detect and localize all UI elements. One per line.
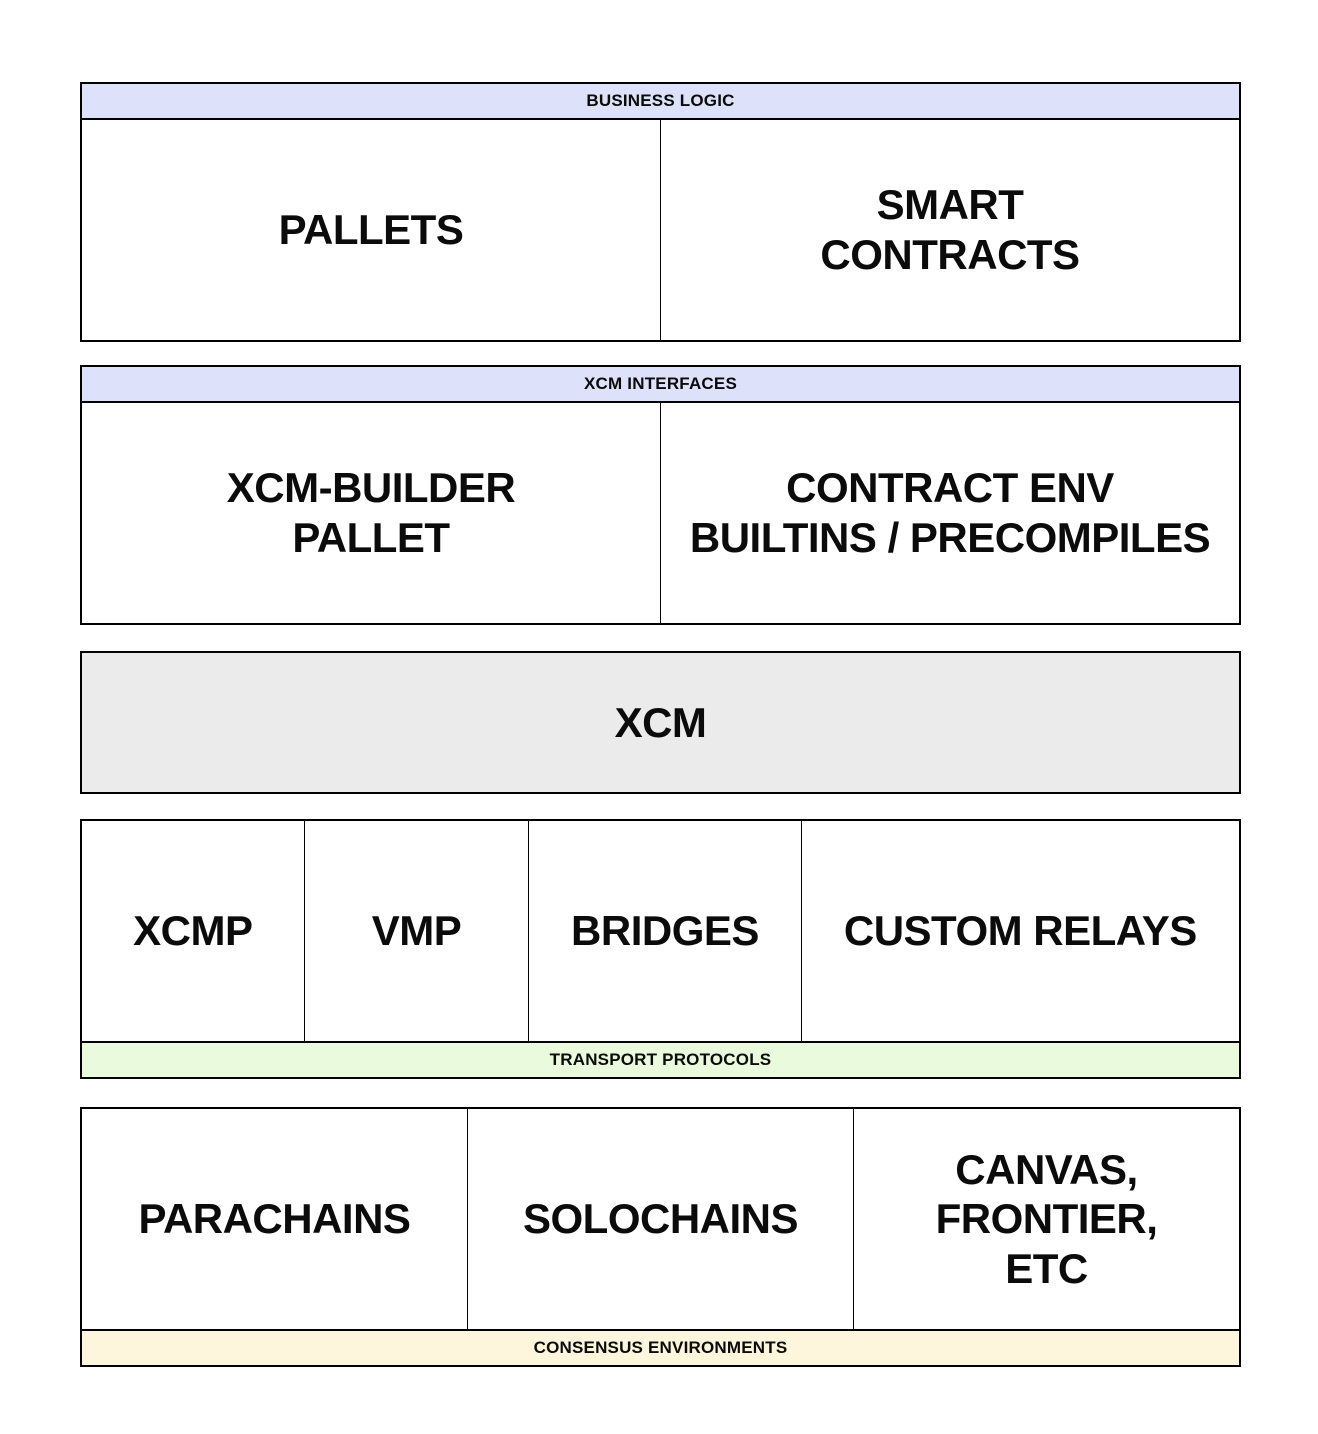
cell-solochains-label: SOLOCHAINS [522, 1195, 799, 1243]
xcm-label: XCM [614, 698, 707, 746]
cell-xcm-builder-pallet: XCM-BUILDER PALLET [82, 403, 660, 623]
cell-smart-contracts: SMART CONTRACTS [660, 120, 1239, 340]
cell-vmp-label: VMP [371, 907, 462, 955]
transport-protocols-footer: TRANSPORT PROTOCOLS [82, 1041, 1239, 1077]
cell-solochains: SOLOCHAINS [467, 1109, 853, 1329]
business-logic-title: BUSINESS LOGIC [586, 91, 735, 110]
cell-contract-env-builtins-label: CONTRACT ENV BUILTINS / PRECOMPILES [689, 464, 1211, 561]
cell-xcmp-label: XCMP [133, 907, 253, 955]
cell-bridges-label: BRIDGES [571, 907, 759, 955]
xcm-interfaces-cells: XCM-BUILDER PALLET CONTRACT ENV BUILTINS… [82, 403, 1239, 623]
layer-consensus-environments: PARACHAINS SOLOCHAINS CANVAS, FRONTIER, … [80, 1107, 1241, 1367]
xcm-interfaces-title: XCM INTERFACES [584, 374, 737, 393]
consensus-environments-title: CONSENSUS ENVIRONMENTS [533, 1338, 788, 1357]
cell-vmp: VMP [303, 821, 529, 1041]
cell-pallets: PALLETS [82, 120, 660, 340]
layer-business-logic: BUSINESS LOGIC PALLETS SMART CONTRACTS [80, 82, 1241, 342]
cell-parachains: PARACHAINS [82, 1109, 467, 1329]
cell-custom-relays-label: CUSTOM RELAYS [843, 907, 1197, 955]
layer-xcm-interfaces: XCM INTERFACES XCM-BUILDER PALLET CONTRA… [80, 365, 1241, 625]
cell-xcm-builder-pallet-label: XCM-BUILDER PALLET [226, 464, 516, 561]
transport-protocols-cells: XCMP VMP BRIDGES CUSTOM RELAYS [82, 821, 1239, 1041]
cell-bridges: BRIDGES [528, 821, 801, 1041]
cell-xcmp: XCMP [82, 821, 304, 1041]
cell-pallets-label: PALLETS [278, 206, 464, 254]
consensus-environments-footer: CONSENSUS ENVIRONMENTS [82, 1329, 1239, 1365]
transport-protocols-title: TRANSPORT PROTOCOLS [549, 1050, 772, 1069]
xcm-interfaces-header: XCM INTERFACES [82, 367, 1239, 403]
consensus-environments-cells: PARACHAINS SOLOCHAINS CANVAS, FRONTIER, … [82, 1109, 1239, 1329]
layer-transport-protocols: XCMP VMP BRIDGES CUSTOM RELAYS TRANSPORT… [80, 819, 1241, 1079]
business-logic-cells: PALLETS SMART CONTRACTS [82, 120, 1239, 340]
cell-contract-env-builtins: CONTRACT ENV BUILTINS / PRECOMPILES [660, 403, 1239, 623]
business-logic-header: BUSINESS LOGIC [82, 84, 1239, 120]
layer-xcm: XCM [80, 651, 1241, 794]
cell-custom-relays: CUSTOM RELAYS [800, 821, 1239, 1041]
architecture-stack: BUSINESS LOGIC PALLETS SMART CONTRACTS X… [80, 82, 1241, 1367]
cell-canvas-frontier-etc: CANVAS, FRONTIER, ETC [853, 1109, 1239, 1329]
cell-parachains-label: PARACHAINS [138, 1195, 411, 1243]
cell-smart-contracts-label: SMART CONTRACTS [820, 181, 1080, 278]
cell-canvas-frontier-etc-label: CANVAS, FRONTIER, ETC [935, 1145, 1158, 1292]
